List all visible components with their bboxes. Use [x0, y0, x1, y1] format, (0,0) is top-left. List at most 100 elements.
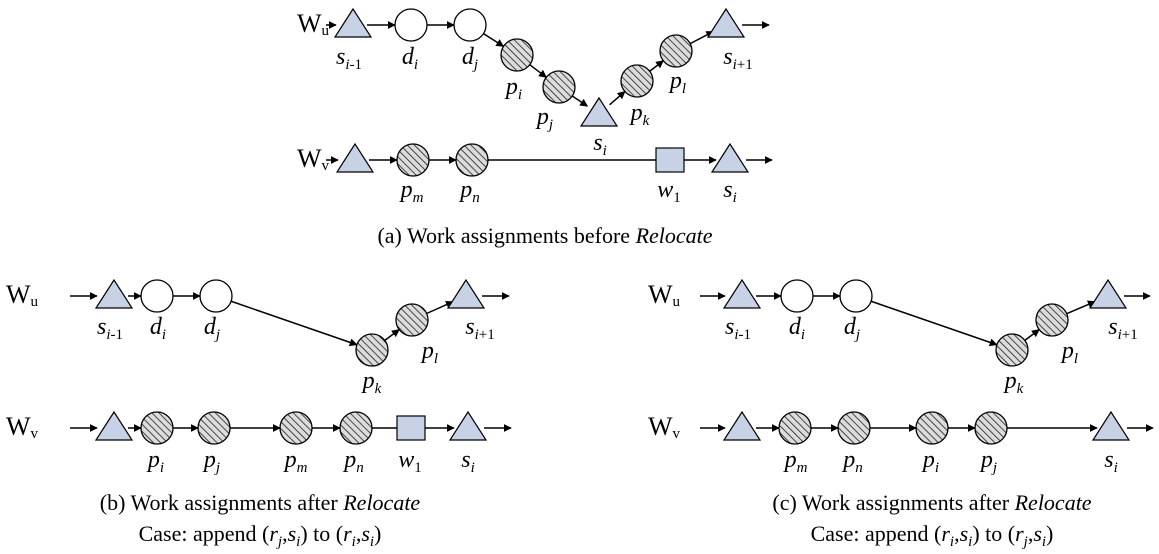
a-label-s_i: si [723, 177, 737, 206]
c-label-d_i: di [789, 314, 805, 343]
b-label-p_l: pl [420, 338, 438, 367]
pickup-node [974, 411, 1008, 445]
a-label-p_k: pk [629, 100, 650, 129]
captions-layer: (a) Work assignments before Relocate (b) … [100, 223, 1092, 550]
pickup-node [659, 34, 693, 68]
a-u-edge-4 [571, 95, 589, 107]
worker-label-u: Wu [297, 9, 330, 39]
b-label-d_i: di [150, 314, 166, 343]
station-node [710, 142, 750, 173]
station-node [1088, 278, 1128, 309]
pickup-node [542, 70, 576, 104]
c-label-p_i: pi [921, 447, 939, 476]
pickup-node [140, 411, 174, 445]
b-label-s_i: si [461, 447, 475, 476]
station-node [94, 278, 134, 309]
a-u-edge-3 [529, 64, 547, 78]
b-label-w_1: w1 [398, 447, 422, 476]
a-u-edge-5 [609, 90, 626, 106]
c-label-p_n: pn [841, 447, 863, 476]
station-node [706, 7, 746, 38]
c-label-p_k: pk [1003, 368, 1024, 397]
a-u-edge-2 [483, 32, 505, 48]
a-label-s_i: si [593, 130, 607, 159]
c-label-s_i_plus_1: si+1 [1108, 314, 1137, 343]
a-label-p_i: pi [504, 74, 522, 103]
delivery-node [394, 8, 428, 42]
station-node [446, 278, 486, 309]
a-label-p_l: pl [668, 68, 686, 97]
pickup-node [1035, 303, 1069, 337]
worker-label-u: Wu [648, 280, 681, 310]
worker-label-u: Wu [6, 280, 39, 310]
c-label-s_i_minus_1: si-1 [725, 314, 751, 343]
worker-label-v: Wv [297, 144, 330, 174]
delivery-node [780, 279, 814, 313]
pickup-node [620, 64, 654, 98]
c-label-d_j: dj [844, 314, 860, 343]
b-label-p_i: pi [146, 447, 164, 476]
pickup-node [915, 411, 949, 445]
pickup-node [455, 143, 489, 177]
a-label-s_i_minus_1: si-1 [336, 44, 362, 73]
a-label-s_i_plus_1: si+1 [723, 44, 752, 73]
station-node [335, 142, 375, 173]
b-u-edge-4 [426, 300, 454, 315]
c-u-edge-4 [1066, 300, 1096, 315]
a-u-edge-6 [649, 60, 664, 72]
caption-b-line2: Case: append (rj,si) to (ri,si) [139, 521, 382, 550]
worker-label-v: Wv [648, 412, 681, 442]
c-label-p_m: pm [783, 447, 808, 476]
station-node [722, 410, 762, 441]
b-label-p_m: pm [283, 447, 308, 476]
station-node [333, 7, 373, 38]
delivery-node [453, 8, 487, 42]
a-label-d_i: di [402, 44, 418, 73]
delivery-node [839, 279, 873, 313]
b-label-p_n: pn [342, 447, 364, 476]
pickup-node [837, 411, 871, 445]
nodes-layer [94, 7, 1131, 445]
warehouse-node [655, 147, 685, 173]
station-node [1091, 410, 1131, 441]
a-label-p_m: pm [399, 177, 424, 206]
a-label-d_j: dj [462, 44, 478, 73]
caption-c-line1: (c) Work assignments after Relocate [772, 490, 1091, 515]
caption-c-line2: Case: append (ri,si) to (rj,si) [811, 521, 1054, 550]
a-label-p_j: pj [535, 104, 553, 133]
caption-a: (a) Work assignments before Relocate [377, 223, 712, 248]
b-label-d_j: dj [204, 314, 220, 343]
b-label-s_i_plus_1: si+1 [465, 314, 494, 343]
c-u-edge-3 [1024, 329, 1040, 341]
c-u-edge-2 [870, 300, 998, 347]
pickup-node [396, 143, 430, 177]
c-label-p_j: pj [979, 447, 997, 476]
pickup-node [778, 411, 812, 445]
caption-b-line1: (b) Work assignments after Relocate [100, 490, 421, 515]
station-node [722, 278, 762, 309]
pickup-node [395, 303, 429, 337]
b-label-p_j: pj [202, 447, 220, 476]
pickup-node [339, 411, 373, 445]
pickup-node [995, 333, 1029, 367]
a-label-w_1: w1 [657, 177, 681, 206]
station-node [94, 410, 134, 441]
station-node [579, 96, 619, 127]
pickup-node [500, 38, 534, 72]
pickup-node [355, 333, 389, 367]
edges-layer [70, 21, 1154, 432]
c-label-p_l: pl [1060, 338, 1078, 367]
delivery-node [140, 279, 174, 313]
delivery-node [199, 279, 233, 313]
worker-label-v: Wv [6, 412, 39, 442]
a-label-p_n: pn [458, 177, 480, 206]
b-label-s_i_minus_1: si-1 [97, 314, 123, 343]
pickup-node [279, 411, 313, 445]
b-u-edge-2 [230, 300, 358, 347]
pickup-node [197, 411, 231, 445]
warehouse-node [396, 415, 426, 441]
b-label-p_k: pk [361, 368, 382, 397]
c-label-s_i: si [1104, 447, 1118, 476]
